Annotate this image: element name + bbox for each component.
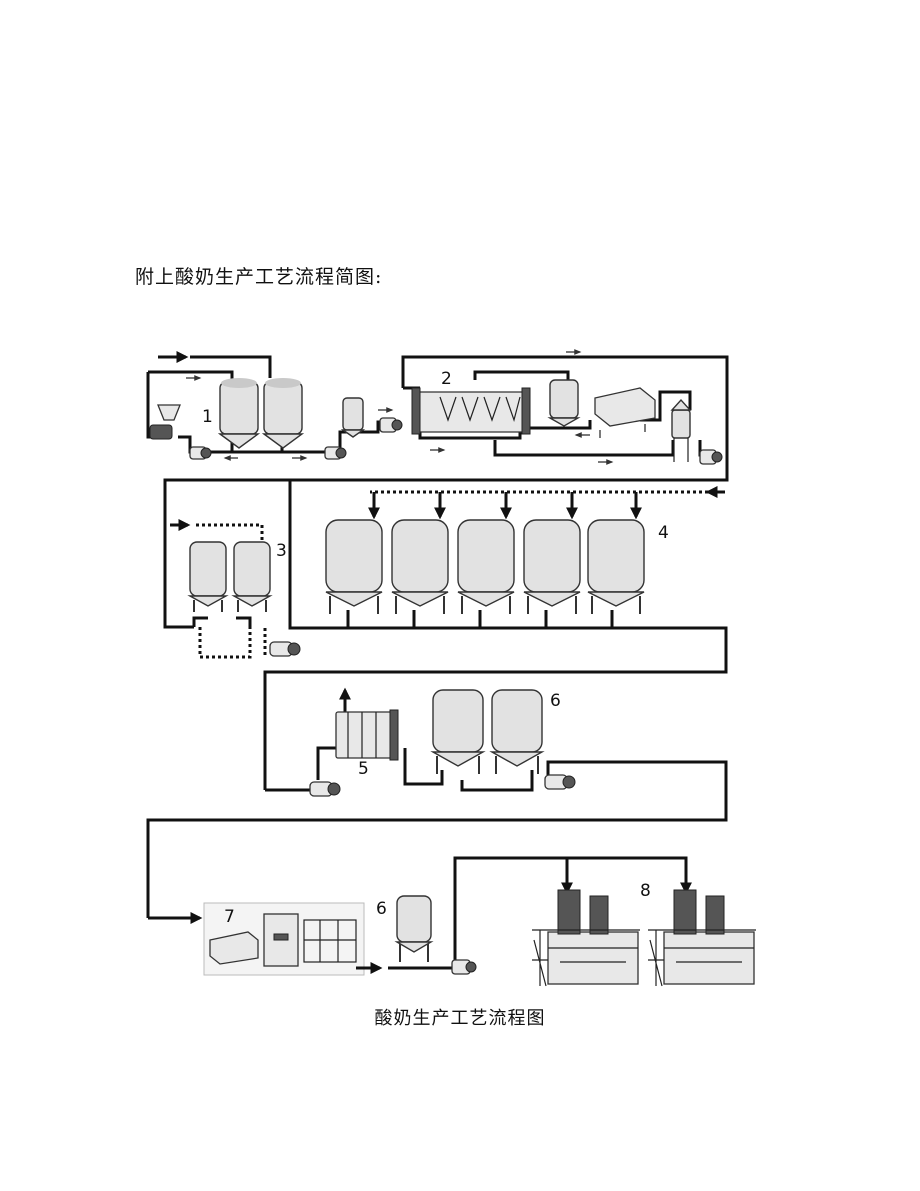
row-1-heat-treatment: 2 <box>163 349 729 629</box>
step-label-8: 8 <box>640 881 651 901</box>
figure-caption: 酸奶生产工艺流程图 <box>374 1008 546 1029</box>
homogenizer <box>594 387 656 438</box>
fermentation-tank-2 <box>391 519 449 614</box>
fermentation-tank-4 <box>523 519 581 614</box>
row-1-reception: 1 <box>146 351 403 461</box>
small-tank-1 <box>340 397 366 438</box>
step-label-6b: 6 <box>376 899 387 919</box>
control-cabinet <box>263 913 299 967</box>
pump-2 <box>324 446 347 460</box>
document-heading: 附上酸奶生产工艺流程简图: <box>135 266 383 288</box>
pump-4 <box>699 449 723 465</box>
tank-3b <box>231 541 273 612</box>
row-4-filling: 7 6 <box>203 856 756 987</box>
step-label-5: 5 <box>358 759 369 779</box>
dosing-frame <box>303 919 357 963</box>
step-label-2: 2 <box>441 369 452 389</box>
holding-tank-2 <box>547 379 581 427</box>
fermentation-tank-3 <box>457 519 515 614</box>
pump-3 <box>379 417 403 433</box>
plate-cooler <box>335 709 399 761</box>
step-label-4: 4 <box>658 523 669 543</box>
deaerator <box>670 398 692 462</box>
tank-3a <box>187 541 229 612</box>
filling-machine-2 <box>648 889 756 987</box>
step-label-6a: 6 <box>550 691 561 711</box>
step-label-1: 1 <box>202 407 213 427</box>
row-3-cooling: 5 6 <box>146 687 728 924</box>
step-label-3: 3 <box>276 541 287 561</box>
buffer-tank-6a <box>430 689 486 774</box>
fermentation-tank-1 <box>325 519 383 614</box>
row-2-fermentation: 3 4 <box>170 480 728 790</box>
powder-hopper <box>149 404 181 440</box>
pump-8 <box>451 959 477 975</box>
pump-5 <box>269 641 301 657</box>
pump-7 <box>544 774 576 790</box>
tank-1a <box>217 378 261 449</box>
plate-heat-exchanger <box>411 387 531 435</box>
buffer-tank-6c <box>394 895 434 962</box>
filling-machine-1 <box>532 889 640 987</box>
pump-6 <box>309 781 341 797</box>
fruit-mixer <box>209 931 259 965</box>
buffer-tank-6b <box>489 689 545 774</box>
step-label-7: 7 <box>224 907 235 927</box>
fermentation-tank-5 <box>587 519 645 614</box>
tank-1b <box>261 378 305 449</box>
pump-1 <box>189 446 212 460</box>
